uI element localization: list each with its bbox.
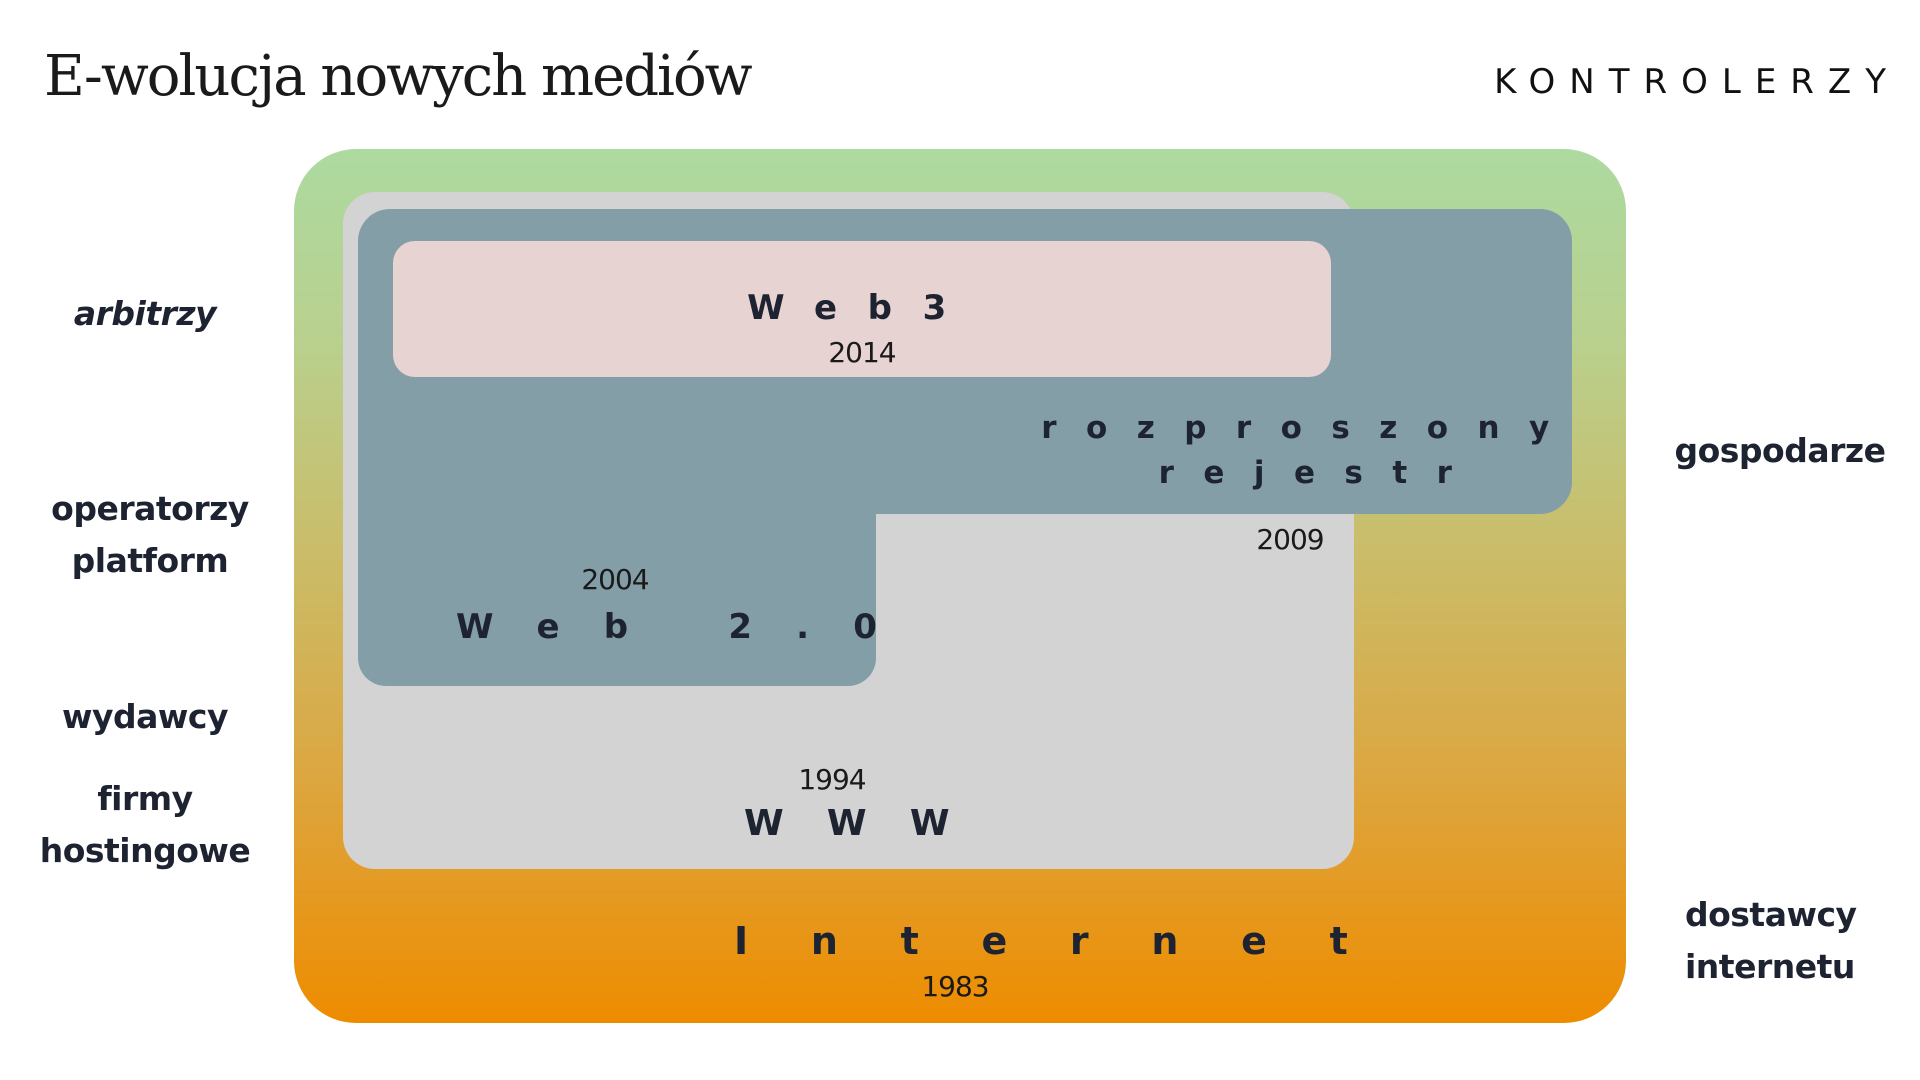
www-year: 1994	[798, 763, 866, 796]
label-hosting-line2: hostingowe	[39, 831, 251, 870]
label-arbiters: arbitrzy	[73, 294, 217, 333]
internet-year: 1983	[921, 970, 989, 1003]
web2-label: Web 2.0	[456, 607, 922, 647]
internet-label: Internet	[734, 919, 1411, 963]
ledger-year: 2009	[1256, 523, 1324, 556]
web2-layer-box	[358, 400, 876, 686]
web3-label: Web3	[747, 288, 977, 328]
web2-year: 2004	[581, 563, 649, 596]
web3-year: 2014	[828, 336, 896, 369]
brand-logo: KONTROLERZY	[1494, 62, 1900, 102]
ledger-label-line2: rejestr	[1158, 455, 1482, 491]
label-hosting-line1: firmy	[97, 779, 193, 818]
label-isp-line2: internetu	[1685, 947, 1855, 986]
label-isp-line1: dostawcy	[1685, 895, 1857, 934]
label-publishers: wydawcy	[62, 697, 228, 736]
label-platform-operators-line1: operatorzy	[51, 489, 249, 528]
web3-layer-box	[393, 241, 1331, 377]
label-hosts: gospodarze	[1674, 431, 1886, 470]
www-label: WWW	[744, 803, 993, 844]
ledger-label-line1: rozproszony	[1041, 410, 1579, 446]
page-title: E-wolucja nowych mediów	[44, 44, 753, 109]
label-platform-operators-line2: platform	[71, 541, 229, 580]
